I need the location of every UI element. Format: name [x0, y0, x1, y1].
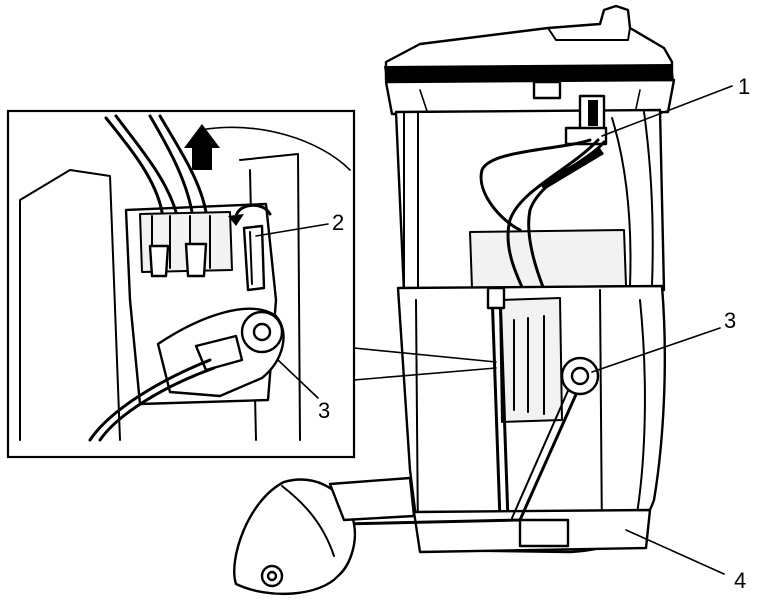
detail-wires: [104, 114, 208, 214]
module-upper-body: [394, 80, 666, 302]
detail-pivot: [88, 307, 285, 442]
float-arm: [338, 356, 600, 526]
callout-2-label: 2: [332, 210, 344, 235]
module-top-flange: [384, 4, 676, 121]
fuel-pump-module: [233, 4, 676, 595]
module-reservoir: [396, 284, 667, 554]
callout-3-detail-label: 3: [318, 398, 330, 423]
detail-clip: [242, 224, 266, 292]
callout-4: 4: [625, 529, 746, 593]
callout-1: 1: [601, 74, 750, 137]
curved-arrow-icon: [228, 203, 272, 226]
inset-leader: [353, 347, 497, 381]
callout-2: 2: [255, 210, 344, 237]
detail-inset: [6, 109, 497, 459]
callout-3-detail: 3: [277, 359, 330, 423]
up-arrow-icon: [184, 124, 220, 170]
callout-1-label: 1: [738, 74, 750, 99]
float: [233, 476, 416, 595]
callout-3-main-label: 3: [724, 308, 736, 333]
callout-3-main: 3: [591, 308, 736, 373]
callout-4-label: 4: [734, 568, 746, 593]
